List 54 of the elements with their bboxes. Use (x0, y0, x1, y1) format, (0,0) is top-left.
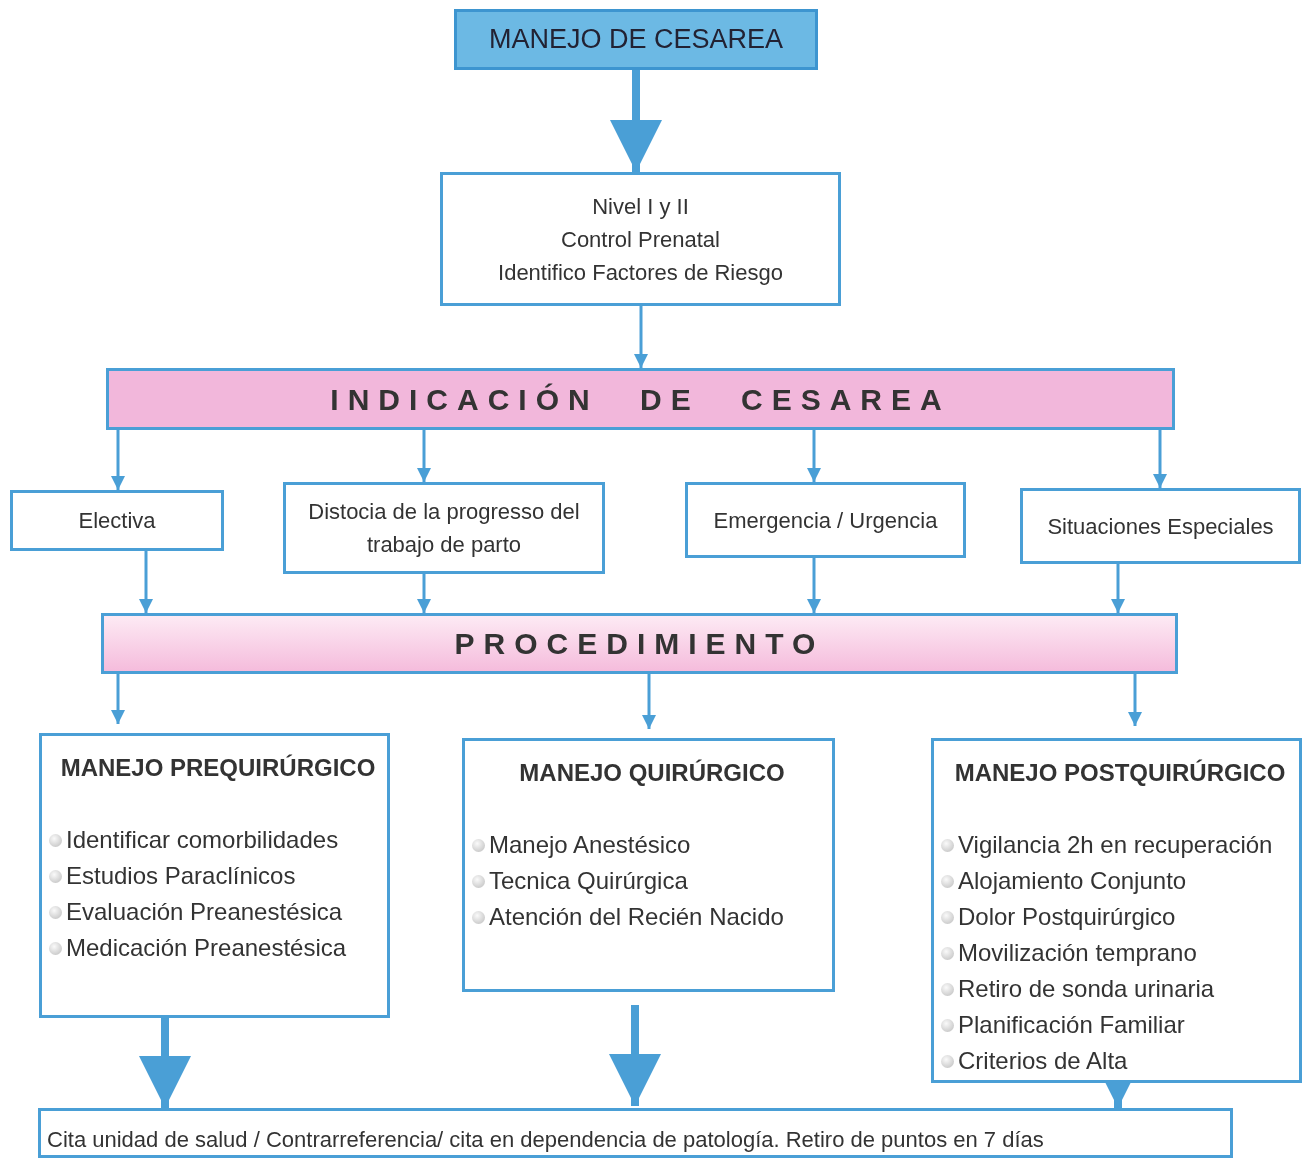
box-text: Cita unidad de salud / Contrarreferencia/ cita en dependencia de patología. Retiro de puntos en 7 días (47, 1126, 1044, 1154)
list-item: Criterios de Alta (958, 1046, 1128, 1076)
box-heading: MANEJO POSTQUIRÚRGICO (954, 759, 1286, 787)
box-text: MANEJO DE CESAREA (488, 23, 784, 56)
arrow (139, 551, 153, 613)
list-box (39, 733, 390, 1018)
list-item: Vigilancia 2h en recuperación (958, 830, 1273, 860)
arrow (634, 306, 648, 368)
process-box (10, 490, 224, 551)
box-text: Distocia de la progresso del trabajo de parto (307, 498, 581, 559)
arrow (111, 430, 125, 490)
list-item: Movilización temprano (958, 938, 1197, 968)
arrow (807, 558, 821, 613)
box-text: PROCEDIMIENTO (454, 627, 825, 660)
list-item: Identificar comorbilidades (66, 825, 339, 855)
arrow (1153, 430, 1167, 488)
box-text: Identifico Factores de Riesgo (498, 258, 783, 287)
box-text: Electiva (78, 507, 156, 535)
list-item: Medicación Preanestésica (66, 933, 347, 963)
box-text: Emergencia / Urgencia (713, 506, 938, 535)
process-box (38, 1108, 1233, 1158)
process-box (685, 482, 966, 558)
list-item: Evaluación Preanestésica (66, 897, 343, 927)
thick-arrow (610, 70, 662, 172)
list-item: Atención del Recién Nacido (489, 902, 784, 932)
process-box (1020, 488, 1301, 564)
arrow (642, 674, 656, 729)
arrow (807, 430, 821, 482)
category-band (106, 368, 1175, 430)
arrow (111, 674, 125, 724)
box-heading: MANEJO PREQUIRÚRGICO (60, 754, 376, 782)
list-item: Alojamiento Conjunto (958, 866, 1187, 896)
category-band (101, 613, 1178, 674)
list-item: Retiro de sonda urinaria (958, 974, 1215, 1004)
box-text: Control Prenatal (561, 225, 720, 254)
list-item: Dolor Postquirúrgico (958, 902, 1176, 932)
thick-arrow (139, 1018, 191, 1108)
box-text: Situaciones Especiales (1047, 512, 1274, 541)
process-box (283, 482, 605, 574)
process-box (440, 172, 841, 306)
box-text: INDICACIÓN DE CESAREA (330, 382, 951, 416)
list-item: Manejo Anestésico (489, 830, 691, 860)
list-box (462, 738, 835, 992)
list-item: Planificación Familiar (958, 1010, 1185, 1040)
list-item: Tecnica Quirúrgica (489, 866, 688, 896)
arrow (1111, 564, 1125, 613)
box-heading: MANEJO QUIRÚRGICO (519, 759, 785, 787)
box-text: Nivel I y II (592, 192, 689, 221)
title-box (454, 9, 818, 70)
list-item: Estudios Paraclínicos (66, 861, 296, 891)
list-box (931, 738, 1302, 1083)
arrow (417, 430, 431, 482)
arrow (1128, 674, 1142, 726)
arrow (417, 574, 431, 613)
